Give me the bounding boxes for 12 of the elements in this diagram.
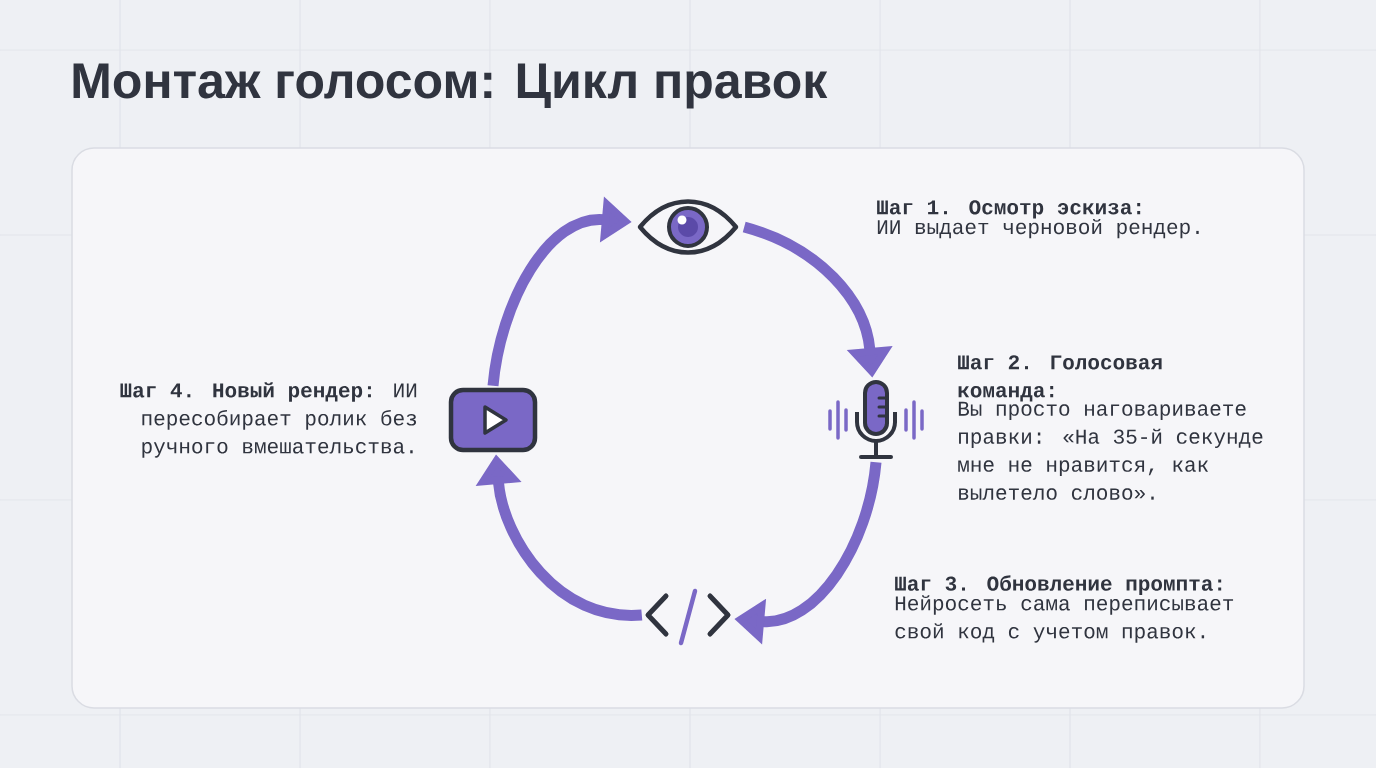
step-text: Шаг 4. Новый рендер: ИИ пересобирает ролик без ручного вмешательства. bbox=[120, 382, 417, 458]
step-heading: Шаг 3. Обновление промпта: bbox=[895, 575, 1222, 595]
microphone-icon bbox=[828, 380, 924, 459]
play-button-icon bbox=[448, 387, 538, 453]
step-heading: Шаг 1. Осмотр эскиза: bbox=[877, 200, 1141, 219]
step-text: Вы просто наговариваете правки: «На 35-й секунде мне не нравится, как вылетело слово». bbox=[958, 401, 1263, 500]
step-heading: Шаг 2. Голосовая команда: bbox=[958, 355, 1162, 402]
step-text: ИИ выдает черновой рендер. bbox=[877, 219, 1199, 239]
code-icon bbox=[645, 588, 731, 646]
eye-icon bbox=[637, 199, 739, 255]
step-text: Нейросеть сама переписывает свой код с учетом правок. bbox=[895, 595, 1234, 643]
title: Монтаж голосом: Цикл правок bbox=[73, 63, 828, 109]
